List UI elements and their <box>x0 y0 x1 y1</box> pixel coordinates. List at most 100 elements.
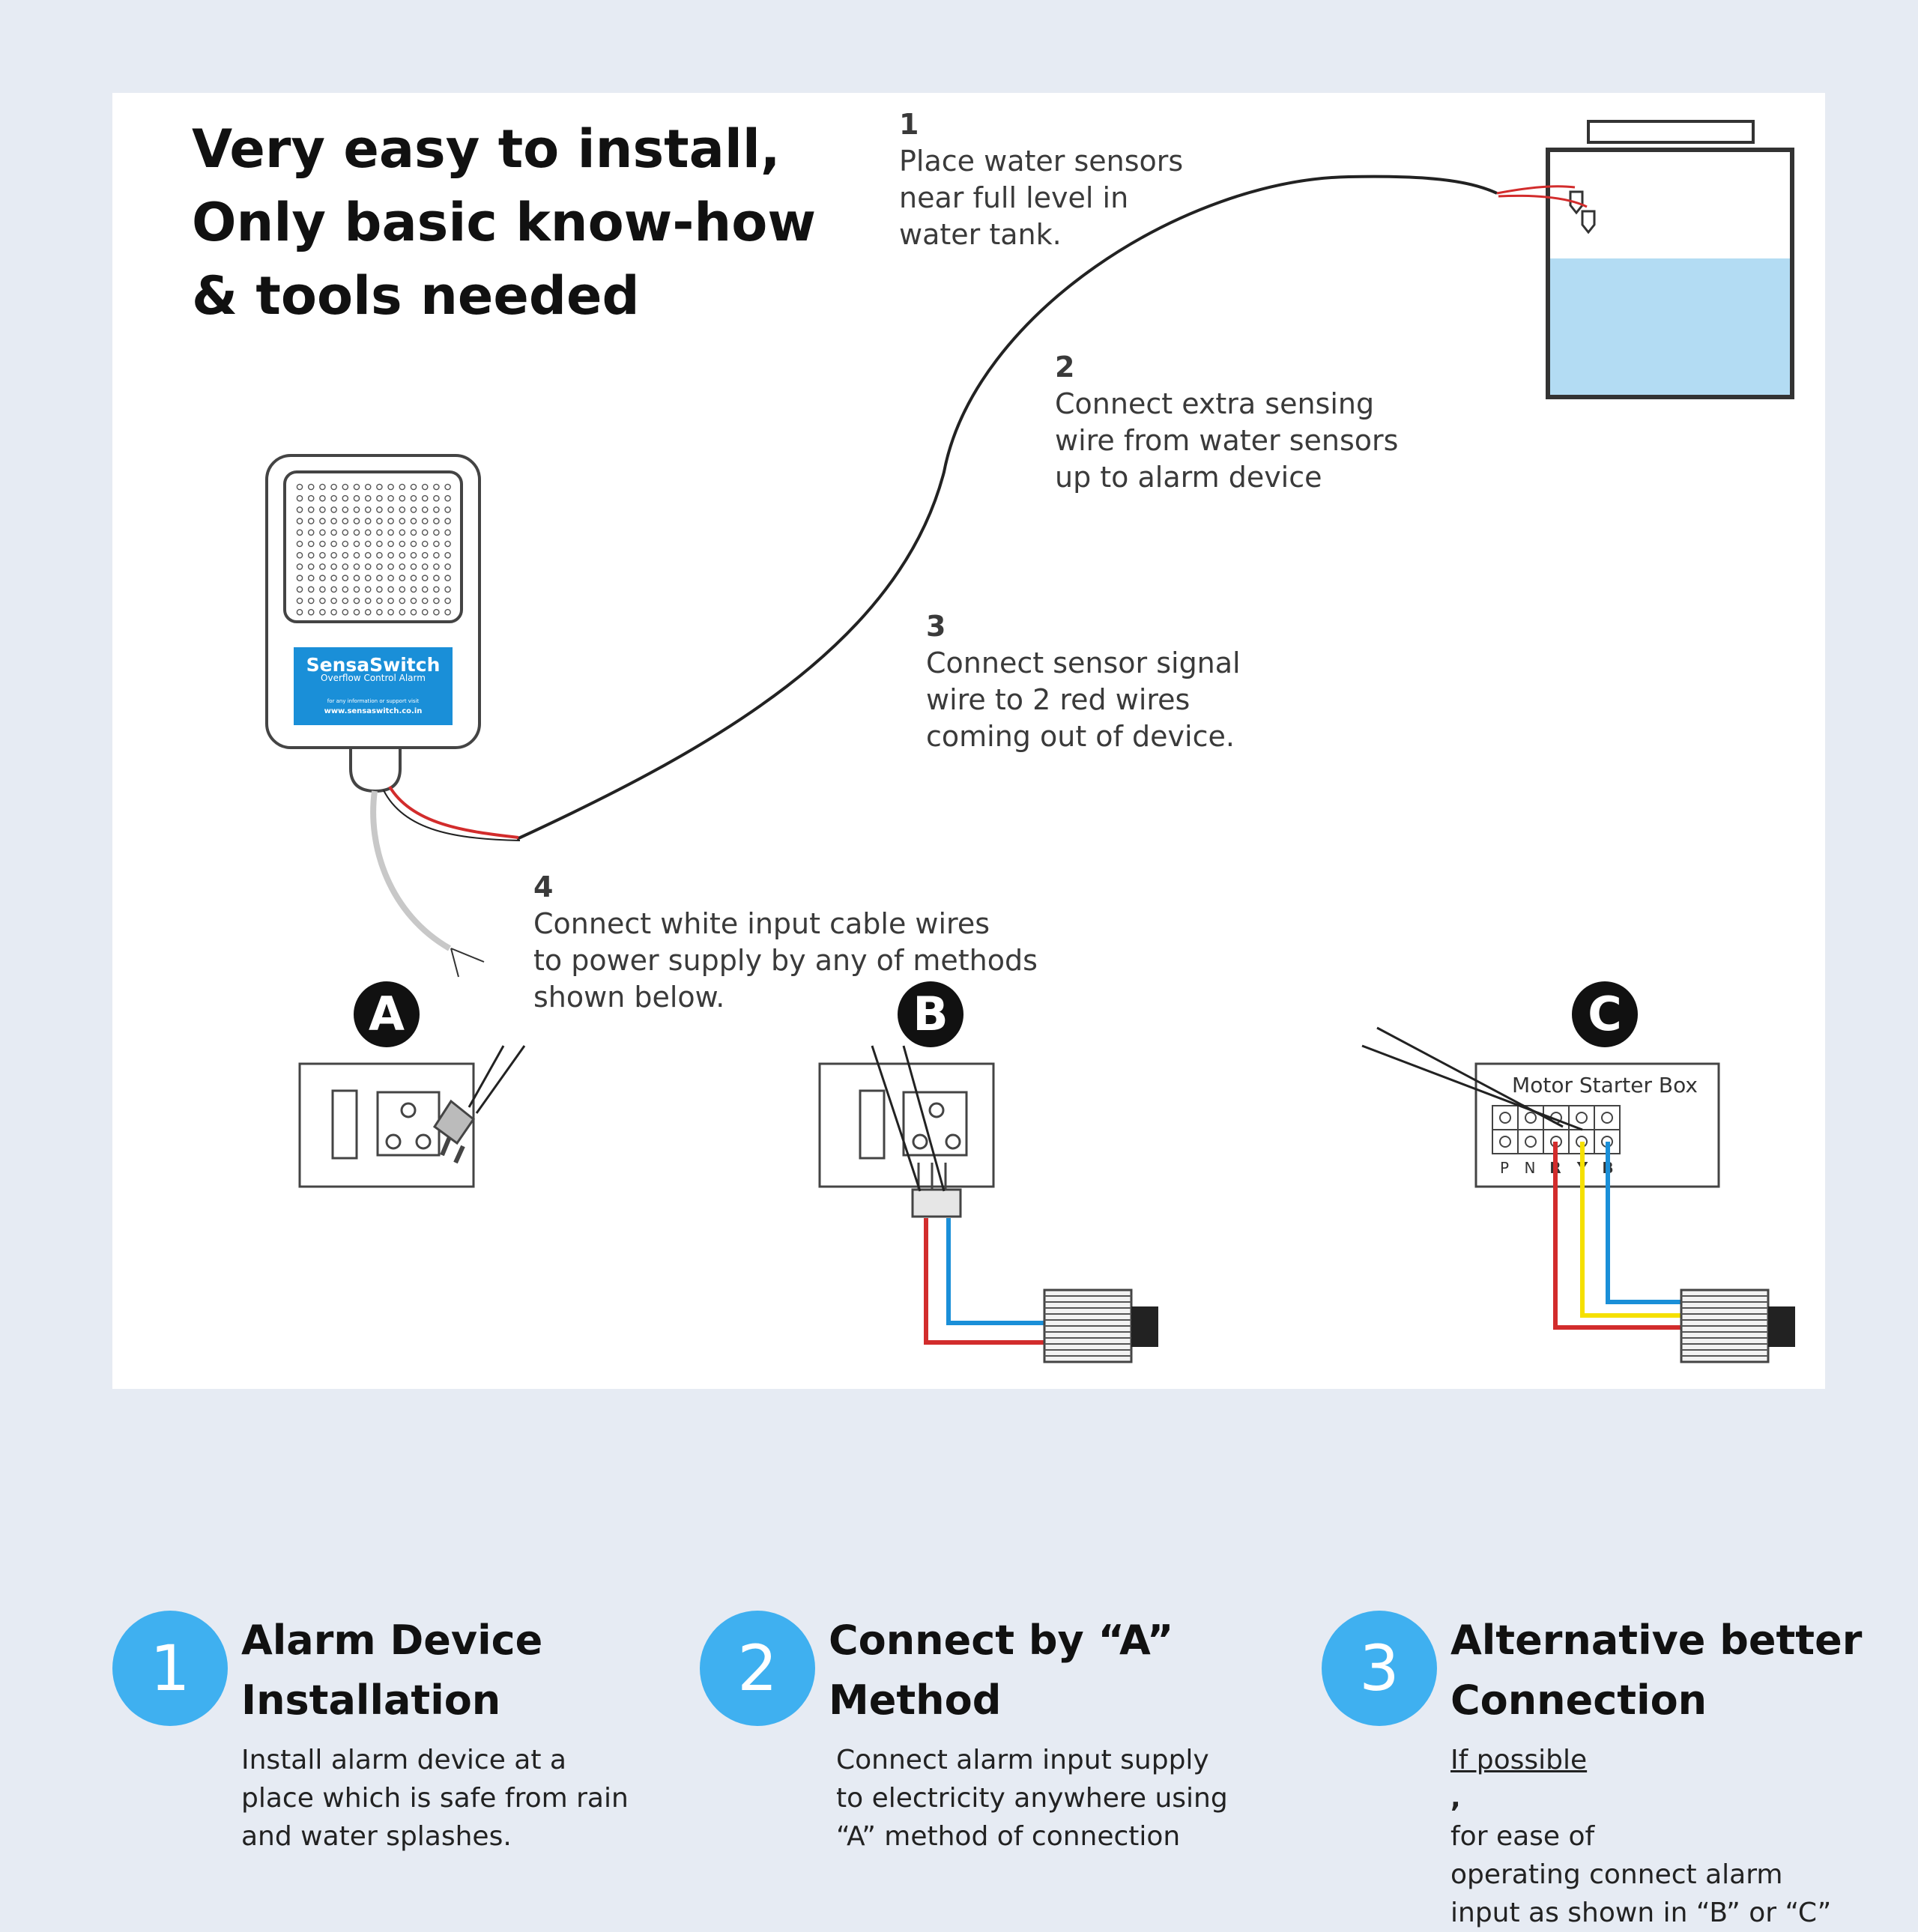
speaker-grille <box>283 470 463 623</box>
grille-dot <box>307 494 315 502</box>
grille-dot <box>296 506 303 513</box>
grille-dot <box>410 483 417 491</box>
card-title: Connect by “A” Method <box>829 1611 1173 1730</box>
grille-dot <box>353 506 360 513</box>
grille-dot <box>444 608 451 616</box>
grille-dot <box>421 483 429 491</box>
grille-dot <box>296 518 303 524</box>
grille-dot <box>410 575 417 581</box>
grille-dot <box>319 518 326 524</box>
card-body-line-2: operating connect alarm <box>1450 1859 1783 1890</box>
step-line: shown below. <box>533 981 725 1014</box>
step-note-4: 4 Connect white input cable wires to pow… <box>533 869 1038 1016</box>
grille-dot <box>376 563 383 570</box>
grille-dot <box>330 518 337 524</box>
card-number-badge: 3 <box>1322 1611 1437 1726</box>
step-number: 1 <box>899 108 919 141</box>
grille-dot <box>353 529 360 536</box>
grille-dot <box>433 575 440 581</box>
sensing-wire <box>516 175 1498 841</box>
grille-dot <box>433 506 440 513</box>
card-body-line-1-rest: for ease of <box>1450 1821 1595 1852</box>
step-line: Connect extra sensing <box>1055 387 1375 420</box>
method-a-socket <box>298 1045 526 1188</box>
grille-dot <box>319 529 326 536</box>
grille-dot <box>387 540 394 548</box>
grille-dot <box>296 563 303 570</box>
grille-dot <box>342 494 349 502</box>
sensor-lead-red-2 <box>1498 194 1588 208</box>
grille-dot <box>353 608 360 616</box>
plug-pin-a-2 <box>453 1145 465 1164</box>
grille-dot <box>307 518 315 524</box>
grille-dot <box>330 551 337 559</box>
card-body-line-3: input as shown in “B” or “C” <box>1450 1898 1832 1928</box>
grille-dot <box>353 563 360 570</box>
card-body: If possible, for ease of operating conne… <box>1450 1741 1831 1932</box>
grille-dot <box>307 529 315 536</box>
grille-dot <box>444 597 451 605</box>
grille-dot <box>444 529 451 536</box>
wire-b-red <box>924 1218 1046 1345</box>
motor-b <box>1043 1288 1158 1363</box>
grille-dot <box>421 551 429 559</box>
terminal-cell <box>1517 1129 1544 1154</box>
grille-dot <box>421 597 429 605</box>
grille-dot <box>307 506 315 513</box>
grille-dot <box>307 575 315 581</box>
grille-dot <box>330 597 337 605</box>
grille-dot <box>399 608 406 616</box>
grille-dot <box>433 529 440 536</box>
grille-dot <box>433 518 440 524</box>
terminal-screw <box>1525 1136 1537 1148</box>
motor-shaft <box>1131 1306 1158 1347</box>
card-number-badge: 2 <box>700 1611 815 1726</box>
grille-dot <box>444 540 451 548</box>
grille-dot <box>330 529 337 536</box>
grille-dot <box>399 506 406 513</box>
device-red-wire-2 <box>383 790 521 841</box>
terminal-screw <box>1499 1136 1511 1148</box>
grille-dot <box>444 563 451 570</box>
motor-c <box>1680 1288 1795 1363</box>
step-number: 2 <box>1055 351 1075 384</box>
grille-dot <box>296 597 303 605</box>
grille-dot <box>353 586 360 593</box>
terminal-p: P <box>1500 1159 1509 1177</box>
grille-dot <box>307 551 315 559</box>
grille-dot <box>342 563 349 570</box>
grille-dot <box>330 586 337 593</box>
step-line: near full level in <box>899 181 1129 214</box>
device-label <box>294 647 453 725</box>
card-title-line-1: Connect by “A” <box>829 1617 1174 1664</box>
step-note-3: 3 Connect sensor signal wire to 2 red wi… <box>926 608 1241 755</box>
grille-dot <box>410 608 417 616</box>
grille-dot <box>444 483 451 491</box>
tank-water <box>1549 258 1791 395</box>
grille-dot <box>444 506 451 513</box>
terminal-cell <box>1492 1129 1519 1154</box>
grille-dot <box>353 551 360 559</box>
grille-dot <box>364 540 372 548</box>
grille-dot <box>399 483 406 491</box>
tank-body <box>1546 148 1794 399</box>
grille-dot <box>319 597 326 605</box>
grille-dot <box>421 586 429 593</box>
terminal-cell <box>1594 1105 1621 1130</box>
sensor-lead-red <box>1496 185 1576 195</box>
grille-dot <box>307 483 315 491</box>
terminal-n: N <box>1525 1159 1536 1177</box>
step-line: coming out of device. <box>926 720 1235 753</box>
grille-dot <box>296 483 303 491</box>
grille-dot <box>364 551 372 559</box>
grille-dot <box>410 529 417 536</box>
grille-dot <box>399 575 406 581</box>
grille-dot <box>433 563 440 570</box>
wire-c-blue <box>1606 1142 1683 1304</box>
wire-c-yellow <box>1580 1142 1683 1318</box>
method-a-badge: A <box>354 981 420 1047</box>
card-body-line-2: place which is safe from rain <box>241 1783 629 1814</box>
wire-b-blue <box>946 1218 1046 1325</box>
grille-dot <box>353 494 360 502</box>
grille-dot <box>376 575 383 581</box>
